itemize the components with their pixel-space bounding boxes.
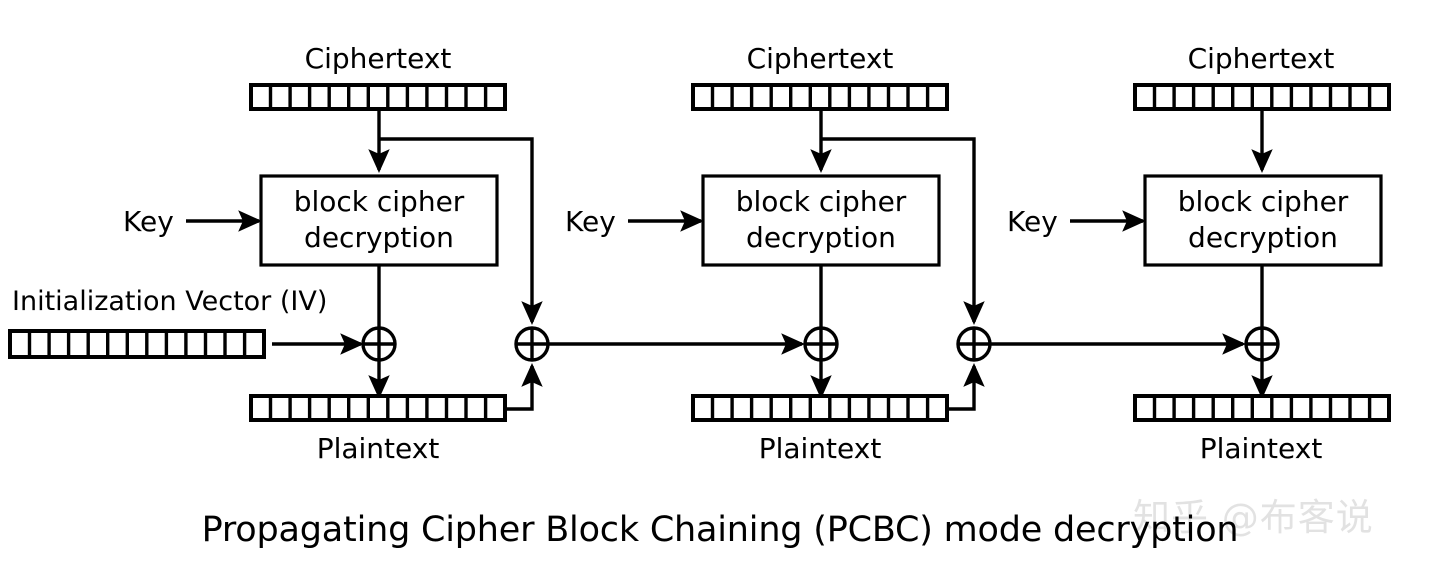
stage-2: Ciphertext Key — [565, 42, 1246, 465]
ciphertext-bar-3 — [1133, 83, 1391, 111]
diagram-caption: Propagating Cipher Block Chaining (PCBC)… — [202, 510, 1239, 550]
iv-label: Initialization Vector (IV) — [12, 286, 327, 317]
xor-operator-1 — [361, 326, 397, 362]
ciphertext-label-2: Ciphertext — [747, 42, 894, 75]
block-cipher-box-2: block cipher decryption — [701, 174, 941, 267]
feedback-plaintext-to-xor-next-2 — [947, 363, 985, 411]
plaintext-bar-1 — [249, 394, 507, 422]
block-cipher-line1-2: block cipher — [736, 185, 907, 218]
ciphertext-label-3: Ciphertext — [1188, 42, 1335, 75]
key-label-2: Key — [565, 205, 616, 238]
chain-xor-operator-2 — [956, 326, 992, 362]
block-cipher-box-1: block cipher decryption — [259, 174, 499, 267]
stage-3: Ciphertext Key block — [1007, 42, 1391, 465]
block-cipher-line1-1: block cipher — [294, 185, 465, 218]
block-cipher-line1-3: block cipher — [1178, 185, 1349, 218]
key-label-1: Key — [123, 205, 174, 238]
plaintext-bar-2 — [691, 394, 949, 422]
xor-operator-2 — [803, 326, 839, 362]
ciphertext-label-1: Ciphertext — [305, 42, 452, 75]
key-label-3: Key — [1007, 205, 1058, 238]
plaintext-label-1: Plaintext — [317, 432, 440, 465]
plaintext-label-2: Plaintext — [759, 432, 882, 465]
stage-1: Ciphertext Key — [8, 42, 805, 465]
plaintext-label-3: Plaintext — [1200, 432, 1323, 465]
block-cipher-box-3: block cipher decryption — [1143, 174, 1383, 267]
ciphertext-bar-2 — [691, 83, 949, 111]
branch-ciphertext-to-xor-next-1 — [379, 137, 543, 325]
block-cipher-line2-2: decryption — [746, 221, 896, 254]
iv-bar — [8, 329, 266, 359]
block-cipher-line2-1: decryption — [304, 221, 454, 254]
chain-xor-operator-1 — [514, 326, 550, 362]
block-cipher-line2-3: decryption — [1188, 221, 1338, 254]
plaintext-bar-3 — [1133, 394, 1391, 422]
ciphertext-bar-1 — [249, 83, 507, 111]
branch-ciphertext-to-xor-next-2 — [821, 137, 985, 325]
feedback-plaintext-to-xor-next-1 — [505, 363, 543, 411]
xor-operator-3 — [1244, 326, 1280, 362]
